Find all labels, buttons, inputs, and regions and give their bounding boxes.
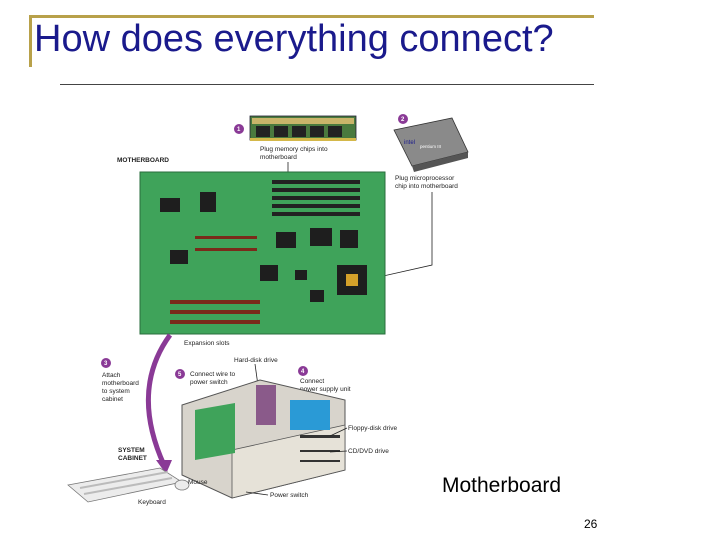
mouse-label: Mouse — [188, 479, 208, 486]
mouse — [175, 480, 189, 490]
motherboard-diagram: 1 Plug memory chips into motherboard int… — [60, 100, 480, 510]
memory-chip — [250, 116, 356, 141]
step-1-line-1: Plug memory chips into — [260, 146, 328, 153]
cpu-model: pentium III — [420, 144, 441, 149]
step-3-line-1: Attach — [102, 372, 121, 379]
step-3-line-3: to system — [102, 388, 130, 395]
page-number: 26 — [584, 517, 597, 531]
system-cabinet-heading-1: SYSTEM — [118, 447, 145, 454]
slide-caption: Motherboard — [442, 474, 561, 498]
step-5-line-2: power switch — [190, 379, 228, 386]
slide-title: How does everything connect? — [34, 18, 554, 61]
step-2-line-2: chip into motherboard — [395, 183, 458, 190]
floppy-drive-label: Floppy-disk drive — [348, 425, 398, 432]
cpu-brand: intel — [404, 140, 415, 146]
cd-dvd-label: CD/DVD drive — [348, 448, 389, 455]
motherboard-board — [140, 172, 385, 334]
keyboard — [68, 468, 182, 502]
title-accent-left — [29, 15, 32, 67]
hard-disk-label: Hard-disk drive — [234, 357, 278, 364]
motherboard-heading: MOTHERBOARD — [117, 157, 169, 164]
step-3-line-2: motherboard — [102, 380, 139, 387]
microprocessor-chip: intel pentium III — [394, 118, 468, 172]
step-5-line-1: Connect wire to — [190, 371, 236, 378]
system-cabinet-heading-2: CABINET — [118, 455, 147, 462]
expansion-slots-label: Expansion slots — [184, 340, 230, 347]
keyboard-label: Keyboard — [138, 499, 166, 506]
step-4-line-1: Connect — [300, 378, 324, 385]
step-1-line-2: motherboard — [260, 154, 297, 161]
step-2-line-1: Plug microprocessor — [395, 175, 455, 182]
title-divider — [60, 84, 594, 85]
power-switch-label: Power switch — [270, 492, 309, 499]
step-3-line-4: cabinet — [102, 396, 123, 403]
